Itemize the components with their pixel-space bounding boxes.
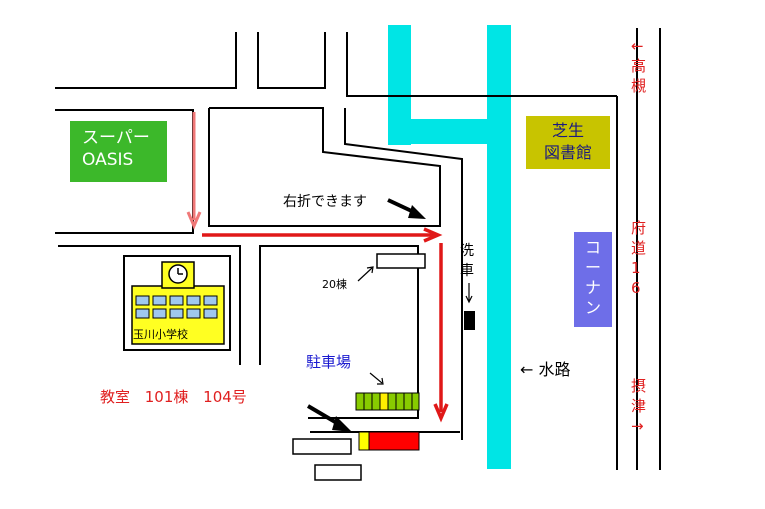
car-wash-marker	[464, 311, 475, 330]
library-line2: 図書館	[543, 143, 592, 162]
shibafu-library: 芝生 図書館	[526, 116, 610, 169]
waterway	[487, 25, 511, 469]
supermarket-oasis: スーパー OASIS	[70, 121, 167, 182]
car-wash-label: 洗車	[460, 243, 474, 279]
waterway	[388, 25, 411, 145]
direction-takatsuki-label: ← 高槻	[631, 37, 647, 95]
konan-label: コーナン	[585, 238, 602, 317]
direction-settsu-label: 摂津 →	[631, 377, 647, 435]
building-101-room-104	[358, 431, 370, 451]
waterway-label: ← 水路	[520, 360, 571, 379]
parking-label: 駐車場	[306, 353, 352, 371]
building-lower-1	[292, 438, 352, 455]
road-lines	[55, 28, 661, 470]
parking-lot	[355, 392, 420, 411]
supermarket-line1: スーパー	[82, 128, 150, 148]
waterway	[388, 119, 498, 144]
route-16-label: 府道16	[631, 219, 647, 297]
building-20	[376, 253, 426, 269]
building-lower-2	[314, 464, 362, 481]
right-turn-label: 右折できます	[283, 194, 367, 210]
school-windows	[135, 295, 218, 319]
konan-store: コーナン	[574, 232, 612, 327]
supermarket-line2: OASIS	[82, 150, 134, 170]
school-label: 玉川小学校	[133, 328, 188, 341]
library-line1: 芝生	[551, 121, 584, 140]
classroom-label: 教室 101棟 104号	[100, 388, 247, 406]
building-20-label: 20棟	[322, 278, 347, 291]
